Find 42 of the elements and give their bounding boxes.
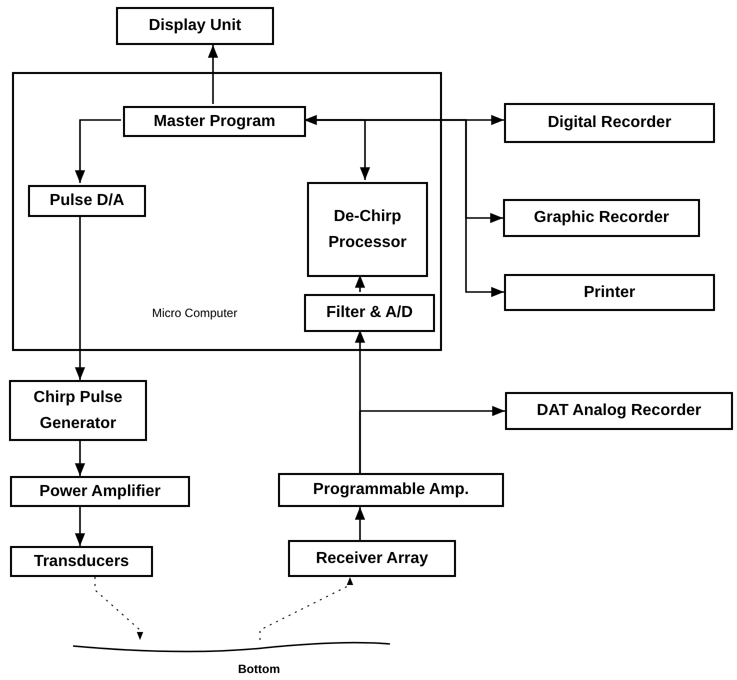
block-box xyxy=(288,540,456,577)
arrow xyxy=(94,576,144,640)
block-box xyxy=(505,392,733,430)
node-label: De-Chirp Processor xyxy=(327,206,408,252)
node-label: DAT Analog Recorder xyxy=(536,401,702,422)
node-label: Programmable Amp. xyxy=(312,480,470,500)
node-label: Printer xyxy=(582,282,636,303)
block-box xyxy=(10,546,153,577)
block-box xyxy=(278,473,504,507)
block-box xyxy=(307,182,428,277)
arrow xyxy=(304,114,504,126)
arrow xyxy=(74,215,86,380)
computer-frame xyxy=(12,72,442,351)
arrow xyxy=(354,275,366,292)
block-box xyxy=(28,185,146,217)
node-label: Chirp Pulse Generator xyxy=(32,388,124,434)
block-box xyxy=(503,199,700,237)
block-box xyxy=(10,476,190,507)
group-label: Micro Computer xyxy=(152,305,238,322)
arrow xyxy=(74,441,86,476)
block-box xyxy=(304,294,435,332)
arrow xyxy=(208,45,218,104)
node-label: Transducers xyxy=(32,552,130,572)
arrow xyxy=(354,507,366,540)
block-box xyxy=(116,7,274,45)
arrow xyxy=(74,507,86,546)
arrow xyxy=(260,576,354,640)
node-label: Display Unit xyxy=(148,16,242,36)
arrow xyxy=(74,119,121,183)
node-label: Digital Recorder xyxy=(546,113,672,134)
node-label: Pulse D/A xyxy=(48,191,126,212)
block-box xyxy=(504,274,715,311)
block-box xyxy=(9,380,147,441)
block-box xyxy=(504,103,715,143)
node-label: Master Program xyxy=(152,112,276,132)
node-label: Power Amplifier xyxy=(38,482,162,502)
node-label: Bottom xyxy=(238,661,280,678)
node-label: Filter & A/D xyxy=(325,303,414,324)
block-box xyxy=(123,106,306,137)
node-label: Graphic Recorder xyxy=(532,208,670,228)
arrow xyxy=(359,406,505,473)
node-label: Receiver Array xyxy=(314,548,430,569)
